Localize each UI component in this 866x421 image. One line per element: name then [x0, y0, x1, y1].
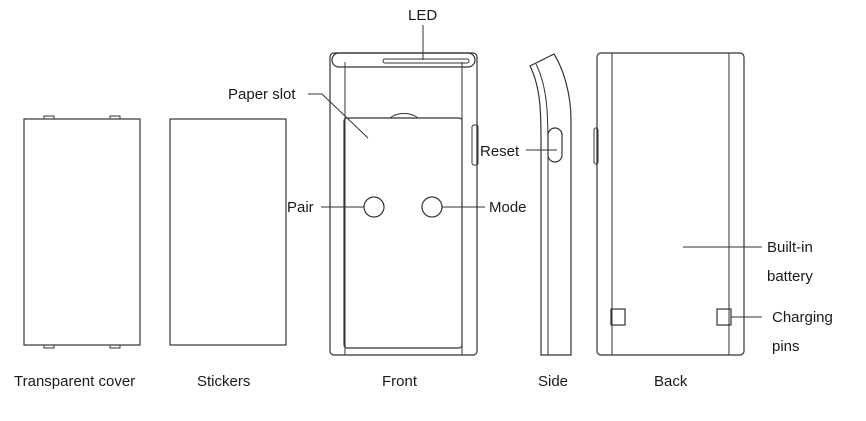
mode-button — [421, 196, 443, 218]
caption-side: Side — [538, 373, 568, 390]
charging-label-line2: pins — [772, 338, 800, 355]
mode-label: Mode — [489, 199, 527, 216]
caption-stickers: Stickers — [197, 373, 250, 390]
pair-button — [363, 196, 385, 218]
side-view-drawing — [529, 53, 572, 356]
leader-lines — [308, 25, 762, 318]
led-label: LED — [408, 7, 437, 24]
charging-pin-left — [610, 308, 626, 326]
caption-back: Back — [654, 373, 688, 390]
front-view-drawing — [329, 52, 479, 356]
reset-label: Reset — [480, 143, 520, 160]
stickers-drawing — [169, 118, 287, 346]
caption-front: Front — [382, 373, 418, 390]
charging-label-line1: Charging — [772, 309, 833, 326]
built-in-label-line2: battery — [767, 268, 813, 285]
transparent-cover-drawing — [23, 115, 141, 349]
caption-transparent-cover: Transparent cover — [14, 373, 135, 390]
pair-label: Pair — [287, 199, 314, 216]
paper-slot-label: Paper slot — [228, 86, 296, 103]
built-in-label-line1: Built-in — [767, 239, 813, 256]
back-view-drawing — [593, 52, 745, 356]
